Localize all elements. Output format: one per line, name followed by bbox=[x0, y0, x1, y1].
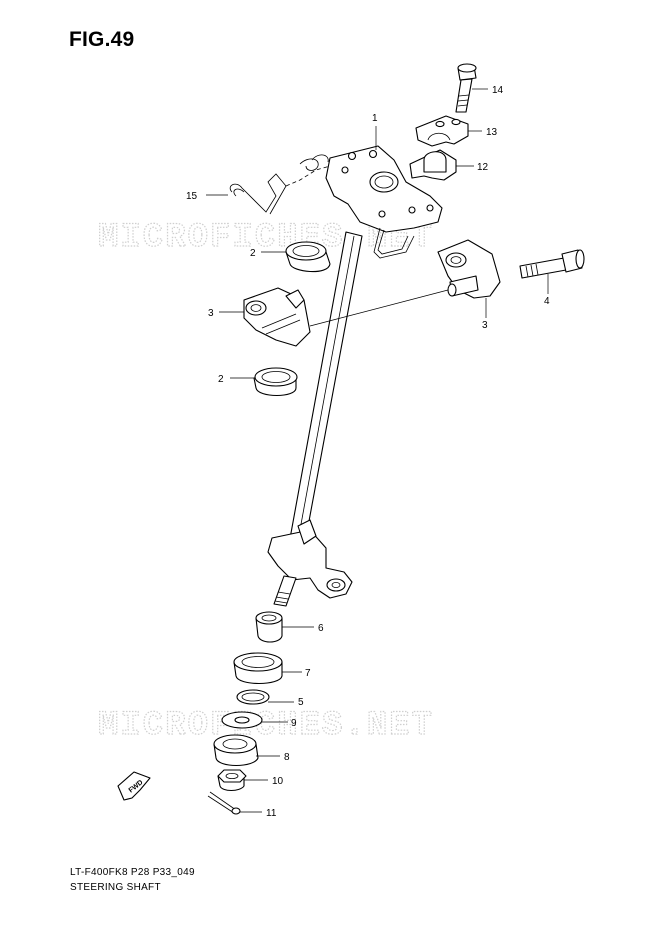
callout-numbers: 1 2 2 3 3 4 5 6 7 8 9 10 11 12 13 14 15 bbox=[186, 85, 550, 819]
watermark-bottom: MICROFICHES.NET bbox=[98, 707, 434, 745]
leader-lines bbox=[206, 88, 549, 813]
callout-4: 4 bbox=[544, 296, 550, 307]
part-12-holder-lower bbox=[409, 149, 457, 181]
callout-10: 10 bbox=[272, 776, 284, 787]
part-8-cover bbox=[213, 734, 259, 767]
part-2-bushing-lower bbox=[253, 367, 298, 397]
callout-3-left: 3 bbox=[208, 308, 214, 319]
part-10-nut bbox=[217, 769, 247, 792]
alignment-line bbox=[309, 289, 449, 327]
part-3-shaft-holder-right bbox=[437, 239, 501, 299]
callout-13: 13 bbox=[486, 127, 498, 138]
part-13-holder-upper bbox=[415, 115, 469, 147]
steering-shaft bbox=[267, 231, 363, 607]
part-11-cotter-pin bbox=[207, 791, 241, 815]
callout-3-right: 3 bbox=[482, 320, 488, 331]
callout-2-upper: 2 bbox=[250, 248, 256, 259]
callout-11: 11 bbox=[266, 808, 277, 819]
callout-12: 12 bbox=[477, 162, 489, 173]
part-1-handlebar-bracket bbox=[325, 145, 443, 259]
callout-14: 14 bbox=[492, 85, 504, 96]
callout-6: 6 bbox=[318, 623, 324, 634]
callout-1: 1 bbox=[372, 113, 378, 124]
footer-diagram-code: LT-F400FK8 P28 P33_049 bbox=[70, 867, 195, 878]
part-2-bushing-upper bbox=[285, 241, 331, 273]
callout-8: 8 bbox=[284, 752, 290, 763]
fwd-arrow-icon: FWD bbox=[117, 771, 151, 801]
part-15-clip bbox=[229, 154, 331, 215]
part-6-bushing bbox=[255, 611, 283, 643]
callout-7: 7 bbox=[305, 668, 311, 679]
part-5-o-ring bbox=[236, 689, 270, 705]
part-3-shaft-holder-left bbox=[243, 287, 311, 347]
part-7-oil-seal bbox=[233, 652, 283, 685]
part-4-bolt bbox=[519, 249, 585, 279]
callout-5: 5 bbox=[298, 697, 304, 708]
callout-15: 15 bbox=[186, 191, 198, 202]
part-14-bolt bbox=[455, 63, 477, 113]
figure-title: FIG.49 bbox=[69, 28, 135, 51]
part-9-washer bbox=[221, 711, 263, 729]
callout-2-lower: 2 bbox=[218, 374, 224, 385]
callout-9: 9 bbox=[291, 718, 297, 729]
footer-diagram-name: STEERING SHAFT bbox=[70, 882, 161, 893]
